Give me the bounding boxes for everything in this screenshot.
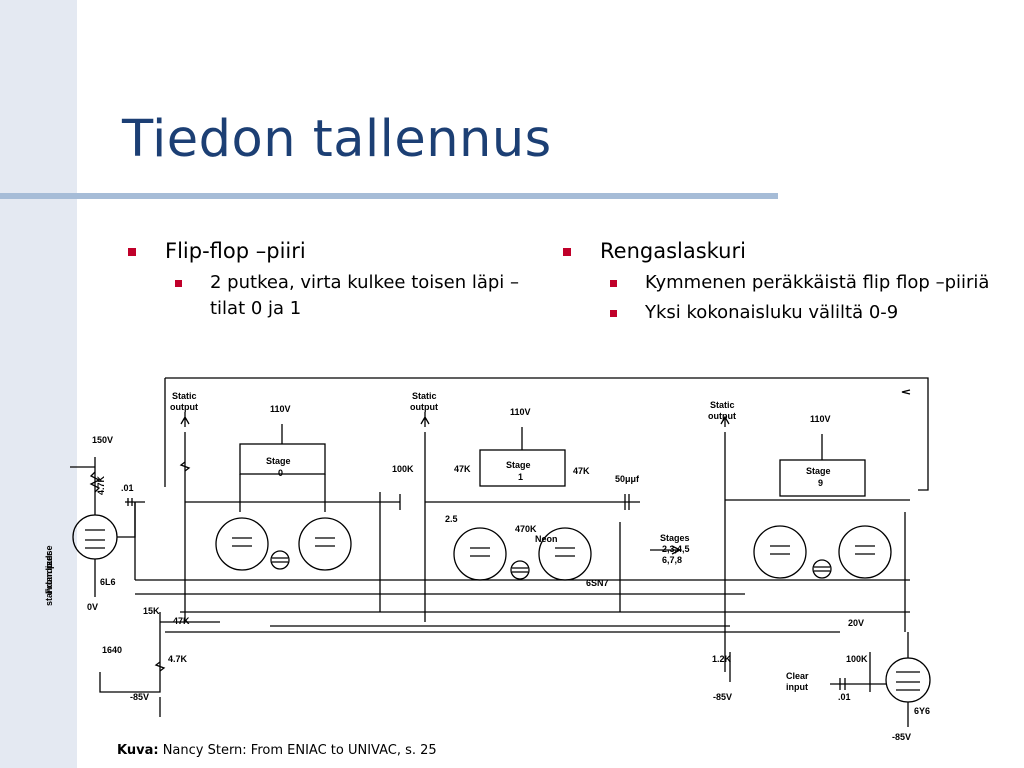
label-clear: Clear: [786, 671, 809, 681]
label-stage: Stage: [266, 456, 291, 466]
label-47k: 47K: [454, 464, 471, 474]
label-static: Static: [710, 400, 735, 410]
label-stage-0: 0: [278, 468, 283, 478]
label-100k: 100K: [846, 654, 868, 664]
sub-bullet-text: Kymmenen peräkkäistä flip flop –piiriä: [645, 272, 990, 293]
bullet-text: Flip-flop –piiri: [165, 239, 306, 263]
label-standardizer: standardizer: [44, 552, 54, 606]
title-rule: [0, 193, 778, 199]
label-neg85v: -85V: [892, 732, 911, 742]
label-static: Static: [172, 391, 197, 401]
label-stages-list2: 6,7,8: [662, 555, 682, 565]
sub-bullet-text: Yksi kokonaisluku väliltä 0-9: [645, 302, 899, 323]
sub-bullet-text: 2 putkea, virta kulkee toisen läpi – til…: [210, 272, 520, 319]
label-stage: Stage: [506, 460, 531, 470]
label-47k: 47K: [573, 466, 590, 476]
label-50uuf: 50μμf: [615, 474, 640, 484]
label-6sn7: 6SN7: [586, 578, 609, 588]
bullet-square-icon: [610, 280, 617, 287]
figure-caption: Kuva: Nancy Stern: From ENIAC to UNIVAC,…: [117, 743, 437, 758]
bullet-square-icon: [563, 248, 571, 256]
label-100k: 100K: [392, 464, 414, 474]
bullet-square-icon: [175, 280, 182, 287]
left-column: Flip-flop –piiri 2 putkea, virta kulkee …: [128, 236, 548, 322]
right-column: Rengaslaskuri Kymmenen peräkkäistä flip …: [563, 236, 1003, 326]
label-110v: 110V: [270, 404, 291, 414]
label-stage: Stage: [806, 466, 831, 476]
label-static: Static: [412, 391, 437, 401]
label-150v: 150V: [92, 435, 113, 445]
label-4-7k: 4.7K: [96, 475, 106, 495]
label-6l6: 6L6: [100, 577, 116, 587]
label-stages-list: 2,3,4,5: [662, 544, 690, 554]
slide-title: Tiedon tallennus: [122, 110, 552, 169]
label-2-5: 2.5: [445, 514, 458, 524]
label-1640: 1640: [102, 645, 122, 655]
label-neon: Neon: [535, 534, 558, 544]
label-output: output: [708, 411, 736, 421]
label-output: output: [170, 402, 198, 412]
label-0v: 0V: [87, 602, 98, 612]
label-c01b: .01: [838, 692, 851, 702]
label-neg85v: -85V: [130, 692, 149, 702]
left-accent-band: [0, 0, 77, 768]
ring-counter-schematic: From pulse standardizer 150V 4.7K .01 6L…: [44, 377, 931, 742]
bullet-square-icon: [128, 248, 136, 256]
label-stages: Stages: [660, 533, 690, 543]
sub-bullet: Kymmenen peräkkäistä flip flop –piiriä: [610, 270, 1003, 296]
sub-bullet: Yksi kokonaisluku väliltä 0-9: [610, 300, 1003, 326]
label-stage-1: 1: [518, 472, 523, 482]
label-20v: 20V: [848, 618, 864, 628]
caption-text: Nancy Stern: From ENIAC to UNIVAC, s. 25: [162, 743, 437, 758]
label-110v: 110V: [810, 414, 831, 424]
label-input: input: [786, 682, 808, 692]
label-from-pulse: From pulse: [44, 545, 54, 594]
caption-label: Kuva:: [117, 743, 159, 758]
label-output: output: [410, 402, 438, 412]
sub-bullet: 2 putkea, virta kulkee toisen läpi – til…: [175, 270, 548, 322]
label-470k: 470K: [515, 524, 537, 534]
label-110v: 110V: [510, 407, 531, 417]
label-neg85v: -85V: [713, 692, 732, 702]
label-stage-9: 9: [818, 478, 823, 488]
label-6y6: 6Y6: [914, 706, 930, 716]
label-15k: 15K: [143, 606, 160, 616]
label-c01: .01: [121, 483, 134, 493]
bullet-text: Rengaslaskuri: [600, 239, 746, 263]
label-47k: 47K: [173, 616, 190, 626]
label-4-7k: 4.7K: [168, 654, 188, 664]
label-1-2k: 1.2K: [712, 654, 732, 664]
bullet-flipflop: Flip-flop –piiri: [128, 236, 548, 266]
bullet-ringcounter: Rengaslaskuri: [563, 236, 1003, 266]
bullet-square-icon: [610, 310, 617, 317]
